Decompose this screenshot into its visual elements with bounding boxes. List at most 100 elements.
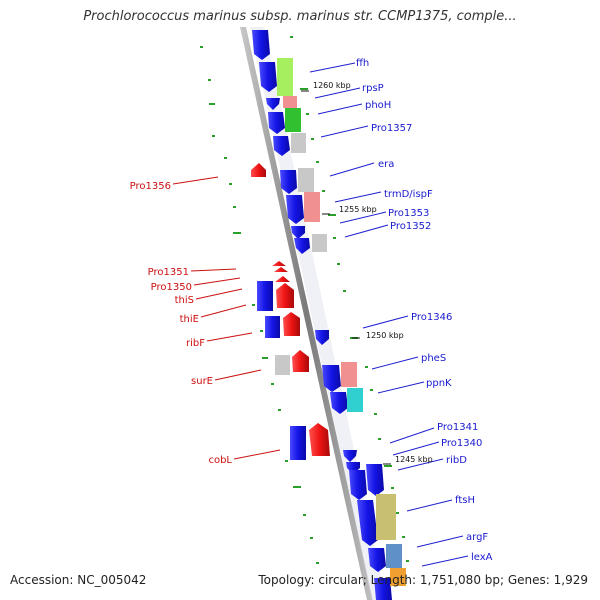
gene-label[interactable]: ppnK xyxy=(426,378,452,389)
gene-label[interactable]: ribF xyxy=(186,338,205,349)
gene-Pro1341[interactable] xyxy=(343,450,357,462)
gene-label[interactable]: lexA xyxy=(471,552,493,563)
skew-mark xyxy=(365,366,368,368)
skew-mark xyxy=(343,290,346,292)
skew-mark xyxy=(406,560,409,562)
skew-mark xyxy=(311,138,314,140)
gene-label[interactable]: surE xyxy=(191,376,213,387)
skew-mark xyxy=(378,438,381,440)
reverse-leader-lines xyxy=(172,176,281,460)
gene-rpsP[interactable] xyxy=(259,62,277,92)
cog-block xyxy=(312,234,327,252)
gene-argF[interactable] xyxy=(368,548,386,572)
gene-label[interactable]: Pro1346 xyxy=(411,312,452,323)
skew-mark xyxy=(293,486,301,488)
genome-backbone xyxy=(240,27,373,600)
map-title: Prochlorococcus marinus subsp. marinus s… xyxy=(83,9,517,24)
gene-label[interactable]: argF xyxy=(466,532,488,543)
skew-mark xyxy=(262,357,268,359)
skew-mark xyxy=(300,88,308,90)
gene-Pro1353[interactable] xyxy=(291,226,305,239)
forward-gene-labels: ffh rpsP phoH Pro1357 era trmD/ispF Pro1… xyxy=(356,58,493,563)
skew-mark xyxy=(229,183,232,185)
skew-mark xyxy=(402,536,405,538)
gene-label[interactable]: ftsH xyxy=(455,495,475,506)
skew-mark xyxy=(310,537,313,539)
gene-phoH[interactable] xyxy=(266,98,280,110)
cog-block xyxy=(341,362,357,387)
gene-Pro1357[interactable] xyxy=(268,112,285,134)
gene-lexA[interactable] xyxy=(374,578,392,600)
skew-mark xyxy=(303,514,306,516)
gene-thiE[interactable] xyxy=(276,283,294,308)
gene-label[interactable]: pheS xyxy=(421,353,446,364)
gene-label[interactable]: phoH xyxy=(365,100,391,111)
gene-label[interactable]: ffh xyxy=(356,58,369,69)
gene-label[interactable]: Pro1351 xyxy=(148,267,189,278)
gene-label[interactable]: Pro1340 xyxy=(441,438,482,449)
gene-surE[interactable] xyxy=(292,350,309,372)
gene-label[interactable]: Pro1357 xyxy=(371,123,412,134)
gene-label[interactable]: Pro1353 xyxy=(388,208,429,219)
gene-label[interactable]: rpsP xyxy=(362,83,384,94)
gene-label[interactable]: thiS xyxy=(175,295,194,306)
skew-mark xyxy=(316,562,319,564)
cog-block xyxy=(376,494,396,540)
reverse-gene-labels: Pro1356 Pro1351 Pro1350 thiS thiE ribF s… xyxy=(130,181,233,466)
forward-leader-lines xyxy=(309,62,469,567)
gene-era[interactable] xyxy=(280,170,297,194)
reverse-strand-track xyxy=(251,163,330,456)
gene-cobL[interactable] xyxy=(309,423,330,456)
gc-skew-track xyxy=(200,36,409,564)
gene-block[interactable] xyxy=(257,281,273,311)
gene-Pro1350[interactable] xyxy=(274,267,288,272)
gene-Pro1351[interactable] xyxy=(272,261,286,266)
gene-thiS[interactable] xyxy=(275,276,290,282)
gene-ftsH[interactable] xyxy=(357,500,378,546)
skew-mark xyxy=(260,330,263,332)
gene-label[interactable]: Pro1350 xyxy=(151,282,192,293)
gene-block[interactable] xyxy=(265,316,280,338)
cog-block xyxy=(277,58,293,96)
gene-label[interactable]: trmD/ispF xyxy=(384,189,433,200)
gene-label[interactable]: cobL xyxy=(208,455,232,466)
scale-tick-label: 1250 kbp xyxy=(366,331,404,340)
gene-ppnK[interactable] xyxy=(330,392,348,414)
gene-label[interactable]: Pro1352 xyxy=(390,221,431,232)
cog-block xyxy=(390,568,406,586)
gene-label[interactable]: thiE xyxy=(180,314,199,325)
gene-Pro1352[interactable] xyxy=(294,238,310,254)
skew-mark xyxy=(224,157,227,159)
skew-mark xyxy=(322,190,325,192)
skew-mark xyxy=(384,465,392,467)
gene-ribD-b[interactable] xyxy=(366,464,384,496)
cog-block xyxy=(283,96,297,108)
scale-tick-label: 1260 kbp xyxy=(313,81,351,90)
skew-mark xyxy=(374,413,377,415)
cog-track xyxy=(277,58,406,586)
gene-ffh[interactable] xyxy=(252,30,270,60)
skew-mark xyxy=(200,46,203,48)
gene-Pro1357b[interactable] xyxy=(273,136,290,156)
skew-mark xyxy=(271,383,274,385)
gene-Pro1356[interactable] xyxy=(251,163,266,177)
gene-trmD-ispF[interactable] xyxy=(286,195,304,224)
forward-strand-track xyxy=(252,30,392,600)
skew-mark xyxy=(252,304,255,306)
gene-label[interactable]: ribD xyxy=(446,455,467,466)
genome-summary: Topology: circular; Length: 1,751,080 bp… xyxy=(258,573,588,587)
gene-ribD[interactable] xyxy=(349,470,367,500)
gene-pheS[interactable] xyxy=(322,365,341,392)
gene-Pro1346[interactable] xyxy=(315,330,329,345)
gene-ribF[interactable] xyxy=(283,312,300,336)
skew-mark xyxy=(396,512,399,514)
gene-block[interactable] xyxy=(290,426,306,460)
skew-mark xyxy=(290,36,293,38)
skew-mark xyxy=(285,460,288,462)
gene-label[interactable]: era xyxy=(378,159,394,170)
gene-label[interactable]: Pro1341 xyxy=(437,422,478,433)
gene-label[interactable]: Pro1356 xyxy=(130,181,171,192)
cog-block xyxy=(285,108,301,132)
skew-mark xyxy=(208,79,211,81)
